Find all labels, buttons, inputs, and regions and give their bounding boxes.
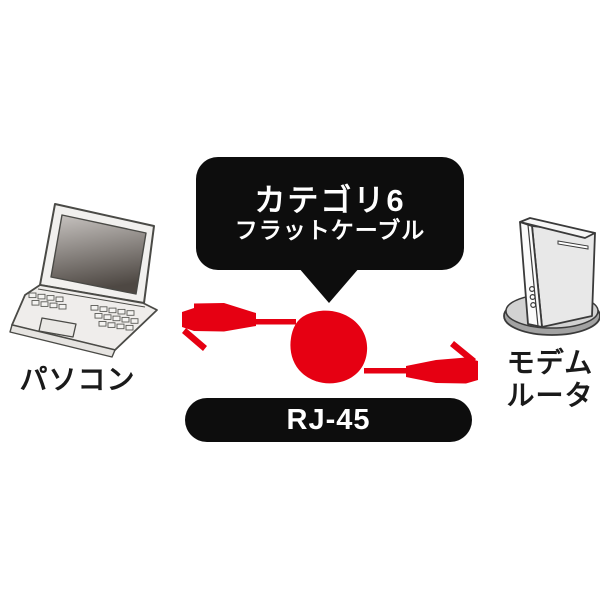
cable-left-cord (254, 319, 296, 325)
callout-line1: カテゴリ6 (254, 183, 406, 218)
callout-line2: フラットケーブル (234, 217, 426, 243)
laptop-screen (50, 214, 147, 295)
router-svg (503, 217, 600, 336)
cable-svg (182, 303, 478, 384)
cable-right-clip (450, 341, 476, 364)
cable-right-connector (406, 357, 478, 384)
cable-left-clip (182, 328, 207, 351)
router-side-face (531, 225, 596, 328)
router-leds (529, 285, 537, 308)
lan-cable-icon (180, 293, 480, 393)
laptop-hinge (37, 288, 146, 308)
modem-label-line2: ルータ (506, 380, 594, 412)
pc-label: パソコン (19, 364, 136, 395)
rj45-label: RJ-45 (286, 403, 371, 436)
laptop-front-edge (9, 324, 116, 358)
modem-router-icon (498, 216, 600, 340)
callout-tail (298, 267, 360, 303)
cable-left-connector (182, 303, 256, 332)
router-top-face (519, 217, 596, 239)
cable-right-cord (364, 368, 408, 374)
cable-reel (290, 310, 368, 384)
router-vent-slot (557, 240, 589, 250)
category6-callout: カテゴリ6 フラットケーブル (196, 157, 464, 270)
laptop-keyboard (28, 292, 139, 331)
laptop-trackpad (38, 317, 77, 338)
laptop-icon (5, 196, 165, 361)
router-front-seam (527, 224, 539, 327)
modem-label: モデム ルータ (500, 346, 600, 412)
rj45-label-pill: RJ-45 (185, 398, 472, 442)
modem-label-line1: モデム (506, 347, 594, 378)
laptop-svg (9, 203, 158, 358)
